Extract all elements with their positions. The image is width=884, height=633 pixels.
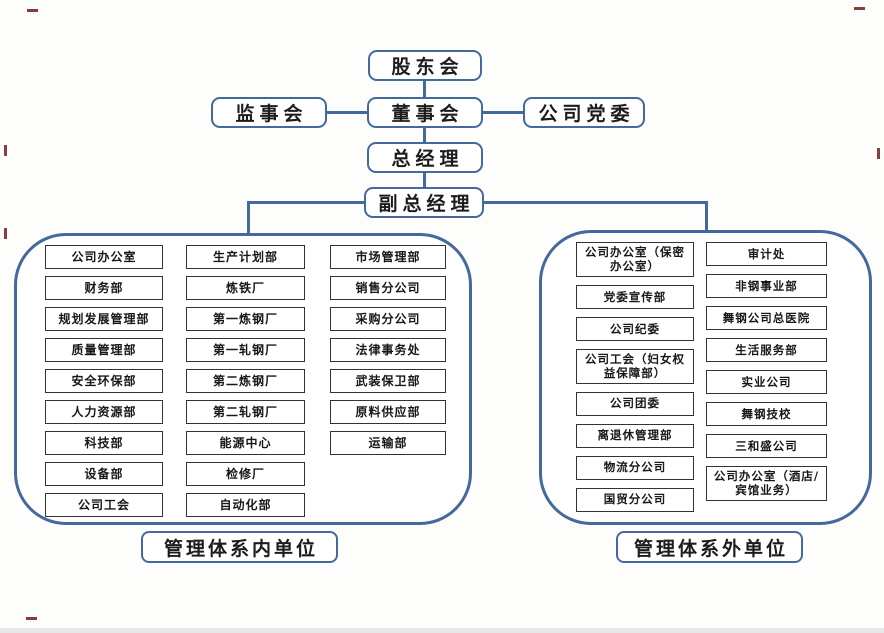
photo-bottom-edge: [0, 628, 884, 633]
node-supervisory-board: 监事会: [211, 97, 327, 128]
unit-box: 自动化部: [186, 493, 305, 517]
connector-shareholders-board: [423, 81, 426, 98]
unit-box: 离退休管理部: [576, 423, 694, 448]
node-board-of-directors: 董事会: [367, 97, 483, 128]
unit-box: 公司办公室（酒店/宾馆业务）: [706, 466, 827, 501]
unit-box: 炼铁厂: [186, 276, 305, 300]
unit-box: 第二炼钢厂: [186, 369, 305, 393]
node-general-manager: 总经理: [367, 142, 483, 173]
unit-box: 非钢事业部: [706, 274, 827, 298]
edge-artifact-mark: [26, 617, 37, 620]
column-internal-3: 市场管理部销售分公司采购分公司法律事务处武装保卫部原料供应部运输部: [330, 245, 446, 455]
unit-box: 财务部: [45, 276, 163, 300]
column-external-2: 审计处非钢事业部舞钢公司总医院生活服务部实业公司舞钢技校三和盛公司公司办公室（酒…: [706, 242, 827, 501]
unit-box: 舞钢公司总医院: [706, 306, 827, 330]
unit-box: 舞钢技校: [706, 402, 827, 426]
unit-box: 实业公司: [706, 370, 827, 394]
unit-box: 质量管理部: [45, 338, 163, 362]
unit-box: 原料供应部: [330, 400, 446, 424]
unit-box: 销售分公司: [330, 276, 446, 300]
edge-artifact-mark: [4, 145, 7, 156]
unit-box: 公司工会: [45, 493, 163, 517]
unit-box: 第二轧钢厂: [186, 400, 305, 424]
connector-supervisory-board: [327, 111, 368, 114]
unit-box: 生产计划部: [186, 245, 305, 269]
unit-box: 安全环保部: [45, 369, 163, 393]
edge-artifact-mark: [877, 148, 880, 159]
unit-box: 公司团委: [576, 391, 694, 416]
label-internal-units: 管理体系内单位: [141, 531, 338, 563]
node-shareholders: 股东会: [368, 50, 482, 81]
unit-box: 物流分公司: [576, 455, 694, 480]
unit-box: 运输部: [330, 431, 446, 455]
unit-box: 武装保卫部: [330, 369, 446, 393]
node-deputy-general-manager: 副总经理: [364, 187, 484, 218]
connector-dgm-left-drop: [247, 201, 250, 235]
unit-box: 三和盛公司: [706, 434, 827, 458]
label-external-units: 管理体系外单位: [616, 531, 803, 563]
unit-box: 检修厂: [186, 462, 305, 486]
connector-dgm-right-drop: [705, 201, 708, 232]
connector-board-party: [482, 111, 524, 114]
connector-dgm-right-horizontal: [483, 201, 707, 204]
unit-box: 科技部: [45, 431, 163, 455]
edge-artifact-mark: [4, 228, 7, 239]
unit-box: 人力资源部: [45, 400, 163, 424]
unit-box: 国贸分公司: [576, 487, 694, 512]
connector-gm-dgm: [423, 172, 426, 188]
unit-box: 公司办公室（保密办公室）: [576, 242, 694, 277]
edge-artifact-mark: [27, 9, 38, 12]
unit-box: 法律事务处: [330, 338, 446, 362]
unit-box: 设备部: [45, 462, 163, 486]
unit-box: 能源中心: [186, 431, 305, 455]
column-external-1: 公司办公室（保密办公室） 党委宣传部公司纪委公司工会（妇女权益保障部） 公司团委离退…: [576, 242, 694, 512]
unit-box: 市场管理部: [330, 245, 446, 269]
column-internal-2: 生产计划部炼铁厂第一炼钢厂第一轧钢厂第二炼钢厂第二轧钢厂能源中心检修厂自动化部: [186, 245, 305, 517]
unit-box: 采购分公司: [330, 307, 446, 331]
unit-box: 第一炼钢厂: [186, 307, 305, 331]
unit-box: 公司纪委: [576, 316, 694, 341]
node-party-committee: 公司党委: [523, 97, 645, 128]
connector-dgm-left-horizontal: [247, 201, 365, 204]
unit-box: 公司工会（妇女权益保障部）: [576, 348, 694, 384]
unit-box: 公司办公室: [45, 245, 163, 269]
unit-box: 生活服务部: [706, 338, 827, 362]
unit-box: 第一轧钢厂: [186, 338, 305, 362]
unit-box: 党委宣传部: [576, 284, 694, 309]
unit-box: 审计处: [706, 242, 827, 266]
unit-box: 规划发展管理部: [45, 307, 163, 331]
edge-artifact-mark: [854, 7, 865, 10]
column-internal-1: 公司办公室财务部规划发展管理部质量管理部安全环保部人力资源部科技部设备部公司工会: [45, 245, 163, 517]
connector-board-gm: [423, 127, 426, 143]
